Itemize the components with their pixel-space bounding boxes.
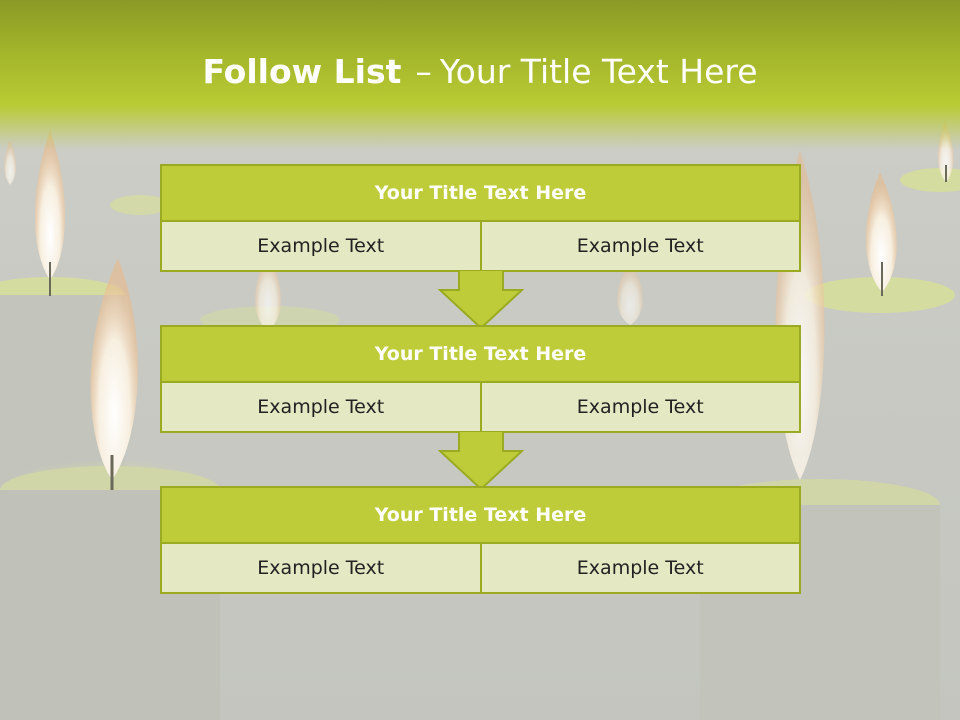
block-cell-right: Example Text [481,222,801,272]
down-arrow-icon [438,270,524,330]
slide-title-dash: – [415,52,432,91]
block-row: Example Text Example Text [160,544,801,594]
title-band [0,0,960,150]
down-arrow-icon [438,431,524,491]
list-block-1: Your Title Text Here Example Text Exampl… [160,164,801,272]
block-row: Example Text Example Text [160,383,801,433]
block-cell-left: Example Text [160,544,482,594]
list-block-3: Your Title Text Here Example Text Exampl… [160,486,801,594]
block-cell-left: Example Text [160,383,482,433]
block-cell-right: Example Text [481,544,801,594]
block-title: Your Title Text Here [160,486,801,544]
block-title: Your Title Text Here [160,164,801,222]
block-cell-left: Example Text [160,222,482,272]
list-block-2: Your Title Text Here Example Text Exampl… [160,325,801,433]
slide-title-bold: Follow List [202,52,402,91]
slide-title-rest: Your Title Text Here [439,52,758,91]
block-title: Your Title Text Here [160,325,801,383]
slide-title: Follow List–Your Title Text Here [0,52,960,91]
block-row: Example Text Example Text [160,222,801,272]
block-cell-right: Example Text [481,383,801,433]
